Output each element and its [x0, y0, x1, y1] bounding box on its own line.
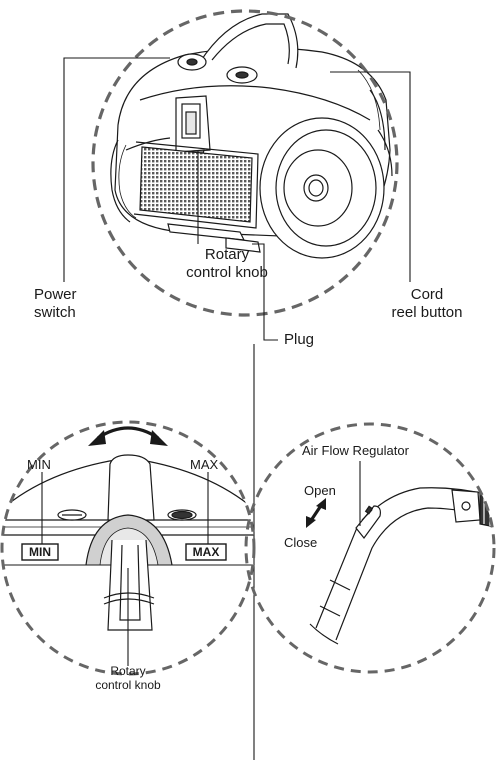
min-top-label: MIN — [27, 457, 51, 472]
cord-reel-line2: reel button — [391, 304, 463, 321]
rotary-knob-bottom-label: Rotary control knob — [68, 664, 188, 692]
power-switch-line1: Power — [34, 286, 77, 303]
power-switch-label: Power switch — [34, 286, 77, 322]
min-max-leaders — [41, 472, 209, 666]
close-label: Close — [284, 535, 318, 550]
rotary-knob-top-label: Rotary control knob — [172, 246, 282, 282]
knob-closeup — [2, 454, 254, 631]
open-close-arrow-icon — [306, 498, 326, 528]
rotary-knob-top-line1: Rotary — [204, 246, 250, 263]
max-top-label: MAX — [190, 457, 219, 472]
plug-label: Plug — [284, 331, 315, 348]
open-label: Open — [304, 483, 336, 498]
cord-reel-line1: Cord — [410, 286, 444, 303]
max-box-label: MAX — [192, 545, 220, 559]
vacuum-illustration — [110, 13, 393, 259]
min-max-boxes — [21, 543, 227, 561]
rotary-knob-bottom-line2: control knob — [95, 678, 161, 692]
min-box-label: MIN — [29, 545, 51, 559]
cord-reel-label: Cord reel button — [372, 286, 482, 322]
top-dashed-circle — [91, 9, 399, 317]
power-switch-line2: switch — [34, 304, 76, 321]
air-flow-regulator-label: Air Flow Regulator — [302, 443, 409, 458]
knob-dashed-circle — [0, 420, 256, 676]
rotary-knob-bottom-line1: Rotary — [110, 664, 146, 678]
hose-closeup — [309, 483, 494, 645]
rotary-knob-top-line2: control knob — [186, 264, 268, 281]
rotation-arrow-icon — [88, 426, 168, 446]
hose-dashed-circle — [244, 422, 496, 674]
